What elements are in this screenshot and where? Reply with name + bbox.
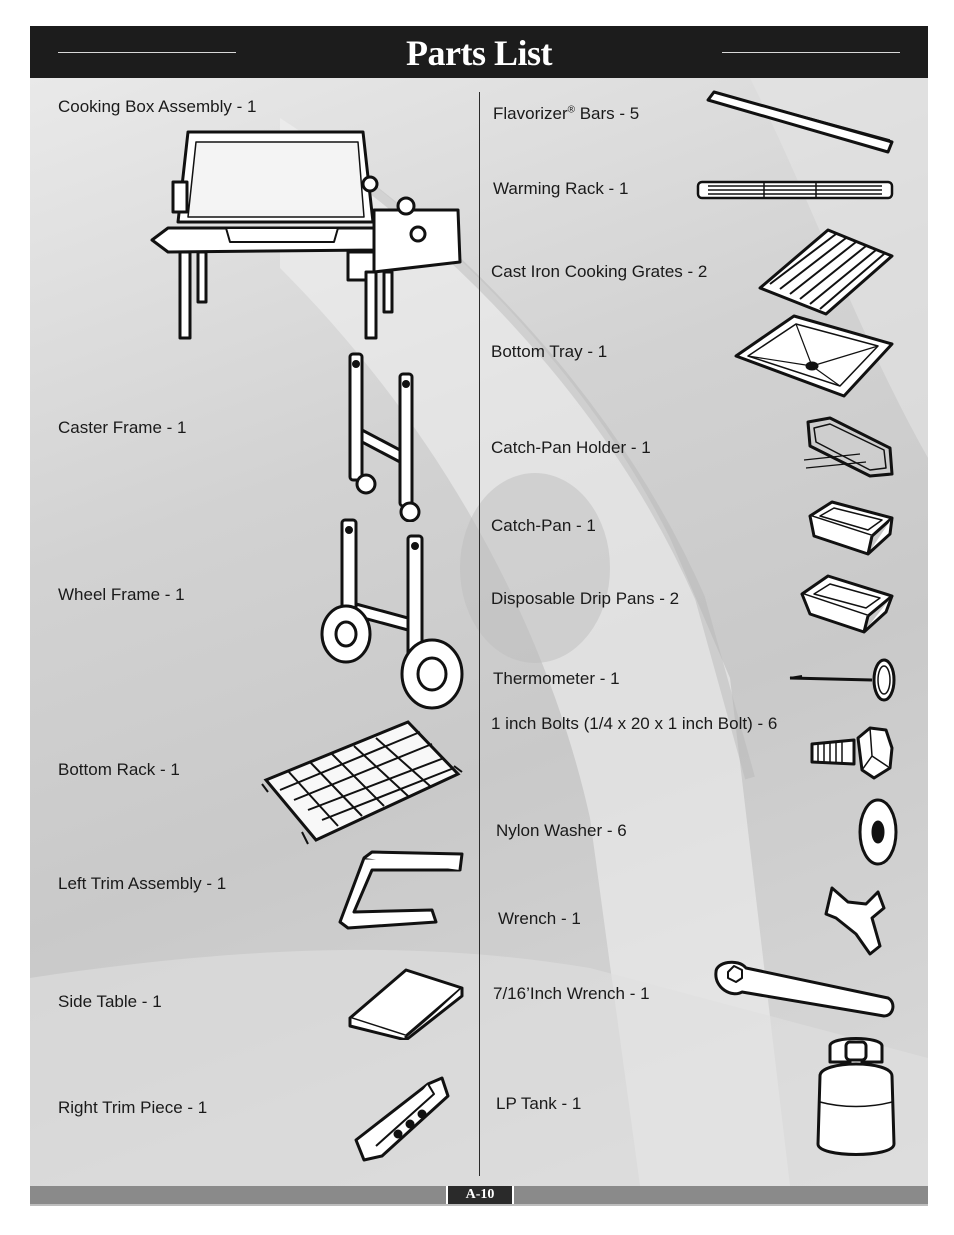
label-flavorizer-text: Flavorizer [493,104,568,123]
label-lp-tank: LP Tank - 1 [496,1094,582,1113]
right-trim-illustration [352,1074,464,1166]
bottom-rack-illustration [258,714,464,852]
thermometer-illustration [788,656,898,704]
side-table-illustration [346,966,466,1040]
label-bottom-tray: Bottom Tray - 1 [491,342,608,361]
cooking-grates-illustration [756,226,896,316]
label-wrench: Wrench - 1 [498,909,581,928]
page-header: Parts List [30,26,928,78]
nylon-washer-illustration [856,796,902,868]
registered-mark: ® [567,104,575,116]
label-thermometer: Thermometer - 1 [493,669,620,688]
label-nylon-washer: Nylon Washer - 6 [496,821,627,840]
left-trim-illustration [336,850,466,934]
label-flavorizer-bars: Flavorizer® Bars - 5 [493,104,639,124]
label-flavorizer-suffix: Bars - 5 [575,104,640,123]
wrench-716-illustration [708,958,896,1024]
label-right-trim-piece: Right Trim Piece - 1 [58,1098,208,1117]
bottom-tray-illustration [732,312,896,400]
label-caster-frame: Caster Frame - 1 [58,418,187,437]
label-wrench-716: 7/16’Inch Wrench - 1 [493,984,650,1003]
column-divider [479,92,480,1176]
header-rule-left [58,52,236,53]
drip-pans-illustration [798,570,896,636]
page-number: A-10 [446,1186,514,1204]
bolt-illustration [808,726,898,782]
label-catch-pan-holder: Catch-Pan Holder - 1 [491,438,651,457]
label-warming-rack: Warming Rack - 1 [493,179,629,198]
lp-tank-illustration [812,1032,900,1164]
footer-baseline [30,1204,928,1206]
label-left-trim-assembly: Left Trim Assembly - 1 [58,874,227,893]
catch-pan-illustration [806,496,894,558]
label-bolts: 1 inch Bolts (1/4 x 20 x 1 inch Bolt) - … [491,714,778,733]
label-catch-pan: Catch-Pan - 1 [491,516,596,535]
label-wheel-frame: Wheel Frame - 1 [58,585,185,604]
flavorizer-bars-illustration [704,88,896,158]
cooking-box-illustration [148,122,464,342]
page-footer: A-10 [30,1186,928,1206]
wrench-illustration [822,884,888,958]
label-drip-pans: Disposable Drip Pans - 2 [491,589,680,608]
header-rule-right [722,52,900,53]
warming-rack-illustration [694,178,898,202]
label-cooking-grates: Cast Iron Cooking Grates - 2 [491,262,708,281]
label-cooking-box-assembly: Cooking Box Assembly - 1 [58,97,257,116]
wheel-frame-illustration [318,514,466,710]
catch-pan-holder-illustration [800,414,896,480]
caster-frame-illustration [344,350,434,522]
label-side-table: Side Table - 1 [58,992,162,1011]
page-title: Parts List [406,33,552,73]
label-bottom-rack: Bottom Rack - 1 [58,760,180,779]
